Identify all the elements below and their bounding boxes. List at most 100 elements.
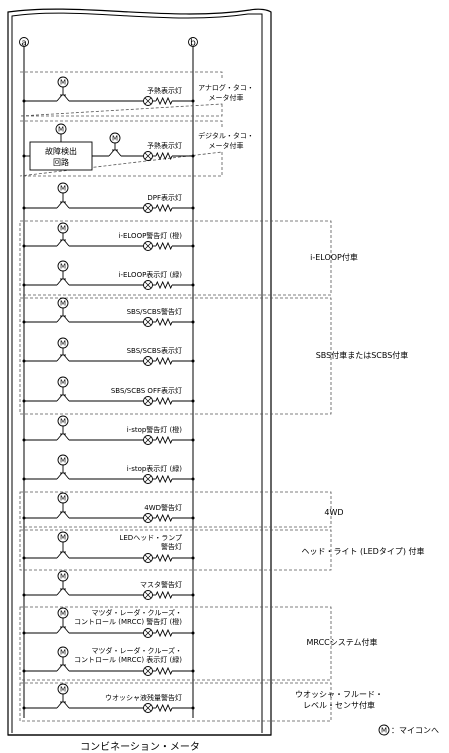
microcomputer-relay-icon: M: [57, 297, 69, 309]
junction-dot: [191, 593, 195, 597]
tacho-notes: アナログ・タコ・ メータ付車 デジタル・タコ・ メータ付車: [198, 83, 254, 150]
junction-dot: [22, 359, 26, 363]
indicator-label: i-stop表示灯 (緑): [127, 464, 183, 473]
meter-housing: [7, 8, 272, 736]
group-label-washer-line2: レベル・センサ付車: [303, 700, 375, 710]
bus-b: b: [188, 37, 198, 718]
footer-label: コンビネーション・メータ: [80, 741, 200, 753]
microcomputer-symbol: M: [60, 185, 66, 193]
microcomputer-relay-icon: M: [57, 415, 69, 427]
group-labels: i-ELOOP付車 SBS付車またはSCBS付車 4WD ヘッド・ライト (LE…: [295, 252, 425, 710]
resistor-icon: [155, 241, 173, 251]
junction-dot: [22, 438, 26, 442]
indicator-label: i-ELOOP警告灯 (橙): [119, 231, 183, 240]
microcomputer-relay-icon: M: [57, 492, 69, 504]
resistor-icon: [155, 203, 173, 213]
lamp-icon: [143, 590, 153, 600]
indicator-line-m11: M 4WD警告灯: [22, 492, 195, 523]
indicator-label: SBS/SCBS OFF表示灯: [111, 386, 182, 395]
indicator-label: SBS/SCBS表示灯: [127, 346, 182, 355]
resistor-icon: [155, 435, 173, 445]
group-label-washer-line1: ウオッシャ・フルード・: [295, 690, 383, 699]
resistor-icon: [155, 356, 173, 366]
junction-dot: [191, 359, 195, 363]
legend: M ：マイコンへ: [378, 724, 439, 736]
lamp-icon: [143, 356, 153, 366]
indicator-line-m4: Mi-ELOOP警告灯 (橙): [22, 222, 195, 251]
resistor-icon: [155, 666, 173, 676]
lamp-icon: [143, 703, 153, 713]
indicator-label: 予熱表示灯: [147, 141, 182, 150]
fault-circuit-line1: 故障検出: [45, 146, 77, 156]
lamp-icon: [143, 203, 153, 213]
junction-dot: [22, 99, 26, 103]
microcomputer-symbol: M: [60, 79, 66, 87]
indicator-line-m3: M DPF表示灯: [22, 182, 195, 213]
junction-dot: [22, 320, 26, 324]
microcomputer-symbol: M: [60, 300, 66, 308]
svg-text:M: M: [58, 126, 64, 134]
transistor-switch-icon: [56, 465, 70, 480]
group-label-sbs: SBS付車またはSCBS付車: [316, 350, 409, 360]
microcomputer-relay-icon: M: [57, 76, 69, 88]
microcomputer-symbol: M: [60, 610, 66, 618]
microcomputer-relay-icon: M: [57, 607, 69, 619]
microcomputer-symbol: M: [60, 457, 66, 465]
transistor-switch-icon: [56, 426, 70, 441]
fault-circuit-line2: 回路: [53, 157, 69, 167]
indicator-label: i-stop警告灯 (橙): [127, 425, 183, 434]
group-boxes: [19, 71, 332, 722]
microcomputer-symbol: M: [112, 135, 118, 143]
lamp-icon: [143, 96, 153, 106]
resistor-icon: [155, 474, 173, 484]
resistor-icon: [155, 96, 173, 106]
resistor-icon: [155, 317, 173, 327]
transistor-switch-icon: [56, 503, 70, 519]
lamp-icon: [143, 628, 153, 638]
junction-dot: [191, 477, 195, 481]
junction-dot: [22, 631, 26, 635]
resistor-icon: [155, 151, 173, 161]
indicator-line-m8: M SBS/SCBS OFF表示灯: [22, 376, 195, 406]
transistor-switch-icon: [56, 348, 70, 362]
indicator-line-m10: Mi-stop表示灯 (緑): [22, 454, 195, 484]
legend-symbol: M: [381, 727, 387, 735]
bus-a-label: a: [21, 39, 27, 49]
junction-dot: [22, 669, 26, 673]
microcomputer-symbol: M: [60, 534, 66, 542]
transistor-switch-icon: [56, 387, 70, 402]
junction-dot: [22, 477, 26, 481]
transistor-switch-icon: [56, 271, 70, 286]
group-label-mrcc: MRCCシステム付車: [307, 637, 378, 647]
bus-b-label: b: [190, 39, 196, 49]
microcomputer-relay-icon: M: [57, 376, 69, 388]
junction-dot: [191, 631, 195, 635]
microcomputer-relay-icon: M: [57, 570, 69, 582]
microcomputer-relay-icon: M: [57, 260, 69, 272]
transistor-switch-icon: [108, 143, 122, 157]
indicator-label: DPF表示灯: [147, 193, 182, 202]
lamp-icon: [143, 435, 153, 445]
microcomputer-relay-icon: M: [57, 646, 69, 658]
resistor-icon: [155, 553, 173, 563]
indicator-label: マツダ・レーダ・クルーズ・: [92, 646, 182, 655]
group-label-led: ヘッド・ライト (LEDタイプ) 付車: [302, 546, 425, 556]
transistor-switch-icon: [56, 694, 70, 709]
transistor-switch-icon: [56, 581, 70, 596]
microcomputer-symbol: M: [60, 686, 66, 694]
junction-dot: [191, 516, 195, 520]
group-label-ieloop: i-ELOOP付車: [310, 252, 358, 262]
lamp-icon: [143, 513, 153, 523]
lamp-icon: [143, 241, 153, 251]
junction-dot: [191, 206, 195, 210]
resistor-icon: [155, 396, 173, 406]
indicator-line-m2: M 予熱表示灯: [92, 132, 195, 161]
microcomputer-relay-icon: M: [57, 182, 69, 194]
junction-dot: [22, 516, 26, 520]
microcomputer-symbol: M: [60, 340, 66, 348]
indicator-label: コントロール (MRCC) 警告灯 (橙): [74, 617, 182, 626]
indicator-label: 4WD警告灯: [144, 503, 182, 512]
